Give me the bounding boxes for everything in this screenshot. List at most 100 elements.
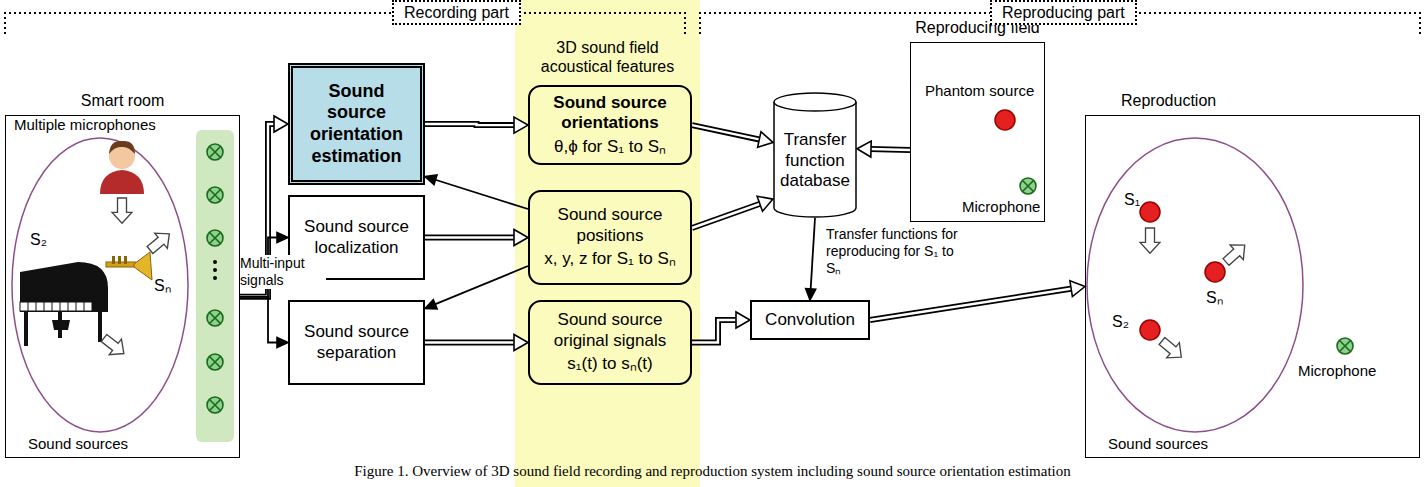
cylinder-body	[774, 102, 856, 217]
scene-box: Reproduction	[1085, 115, 1420, 458]
connector-line-inner	[870, 149, 910, 150]
smart-room-scene-part	[98, 330, 130, 361]
piano-icon-part	[28, 302, 84, 311]
smart-room-scene-part	[207, 397, 223, 413]
person-icon-part	[100, 170, 144, 194]
scene-label-box: Phantom source	[925, 82, 1034, 100]
heading-text: 3D sound field acoustical features	[541, 39, 674, 75]
smart-room-scene	[12, 130, 234, 442]
feature-box: Sound source positionsx, y, z for S₁ to …	[528, 190, 692, 285]
smart-room-scene-part	[207, 354, 223, 370]
connector-line	[240, 297, 278, 343]
smart-room-scene-part	[207, 310, 223, 326]
box-label: Sound source orientation estimation	[297, 81, 416, 167]
smart-room-scene-part	[213, 276, 217, 280]
connector-line-inner	[425, 341, 515, 343]
connector	[425, 117, 528, 133]
figure-caption: Figure 1. Overview of 3D sound field rec…	[0, 463, 1425, 480]
feature-band-fill	[515, 0, 700, 487]
trumpet-icon-part	[112, 256, 115, 264]
reproduction-scene-part	[1156, 333, 1188, 364]
text-stack: Sound source orientationsθ,ϕ for S₁ to S…	[530, 93, 690, 157]
scene-box: Reproducing field	[910, 42, 1045, 222]
scene-label-box: Multiple microphones	[14, 116, 156, 134]
section-label-box: Recording part	[392, 0, 521, 25]
feature-values: s₁(t) to sₙ(t)	[534, 354, 686, 374]
scene-label-box: Sound sources	[28, 435, 128, 453]
source-label: Sₙ	[1206, 289, 1223, 306]
arrow-head	[274, 116, 288, 132]
connector	[692, 196, 773, 228]
edge-label: Transfer functions for reproducing for S…	[826, 226, 958, 276]
connector-line-inner	[692, 320, 737, 343]
scene-box: Smart room	[5, 115, 240, 458]
reproduction-scene-part	[1219, 238, 1251, 270]
source-label: S₂	[1112, 313, 1129, 330]
signal-label-box: Multi-input signals	[240, 255, 326, 289]
feature-band: 3D sound field acoustical featuresSound …	[515, 0, 700, 487]
box-label: Convolution	[756, 310, 864, 330]
scene-label-box: Sound sources	[1108, 435, 1208, 453]
reproducing-field-scene-part	[1020, 178, 1036, 194]
box-heading: Smart room	[6, 91, 239, 110]
database-cylinder: Transfer function database	[773, 92, 857, 218]
trumpet-icon-part	[134, 252, 152, 280]
scene-label-box: Microphone	[962, 198, 1040, 216]
section-label: Recording part	[404, 4, 509, 21]
process-box: Sound source separation	[288, 300, 425, 385]
piano-icon-part	[52, 320, 70, 330]
connector-line	[435, 180, 529, 210]
text-stack: Sound source localization	[290, 217, 423, 258]
text-stack: Sound source separation	[290, 322, 423, 363]
connector	[692, 125, 773, 147]
scene-label-box: Microphone	[1298, 362, 1376, 380]
reproduction-scene-part	[1087, 138, 1303, 432]
text-stack: Sound source orientation estimation	[293, 81, 420, 167]
reproducing-field-scene-part	[995, 110, 1015, 130]
piano-icon-part	[26, 312, 100, 346]
arrow-head	[514, 117, 528, 133]
scene-label: Microphone	[962, 198, 1040, 215]
smart-room-scene-part	[196, 130, 234, 442]
connector-line-inner	[692, 125, 760, 140]
arrow-head	[277, 338, 288, 348]
edge-label-box: Transfer functions for reproducing for S…	[826, 226, 961, 276]
text-stack: Sound source positionsx, y, z for S₁ to …	[530, 205, 690, 269]
smart-room-scene-part	[112, 198, 132, 223]
arrow-head	[425, 300, 437, 309]
trumpet-icon-part	[124, 256, 127, 264]
reproduction-scene-part	[1140, 228, 1160, 253]
smart-room-scene-part	[207, 187, 223, 203]
connector-line	[692, 125, 760, 140]
trumpet-icon	[106, 252, 152, 280]
scene-label: Phantom source	[925, 82, 1034, 99]
arrow-head	[758, 132, 773, 148]
piano-icon-part	[20, 262, 108, 312]
arrow-head	[736, 312, 750, 328]
connector-line	[434, 266, 528, 305]
connector-line	[425, 340, 515, 346]
smart-room-scene-part	[207, 144, 223, 160]
scene-label: Sound sources	[1108, 435, 1208, 452]
heading-text: Reproduction	[1121, 92, 1216, 109]
scene-label: Microphone	[1298, 362, 1376, 379]
box-label: Sound source localization	[294, 217, 419, 258]
smart-room-scene-part	[213, 260, 217, 264]
connector	[806, 218, 816, 300]
heading-text: Smart room	[81, 92, 165, 109]
feature-box: Sound source orientationsθ,ϕ for S₁ to S…	[528, 85, 692, 165]
trumpet-icon-part	[118, 256, 121, 264]
connector-line	[692, 320, 737, 343]
connector-line	[692, 204, 761, 229]
box-label: Sound source separation	[294, 322, 419, 363]
box-label: Sound source positions	[534, 205, 686, 246]
person-icon	[100, 141, 144, 194]
reproducing-field-scene	[995, 110, 1036, 194]
scene-label: Sound sources	[28, 435, 128, 452]
box-label: Sound source original signals	[534, 310, 686, 351]
reproduction-scene-part	[1205, 262, 1225, 282]
arrow-head	[806, 289, 816, 300]
signal-label: Multi-input signals	[240, 255, 305, 288]
source-label-box: S₂	[1112, 312, 1129, 331]
